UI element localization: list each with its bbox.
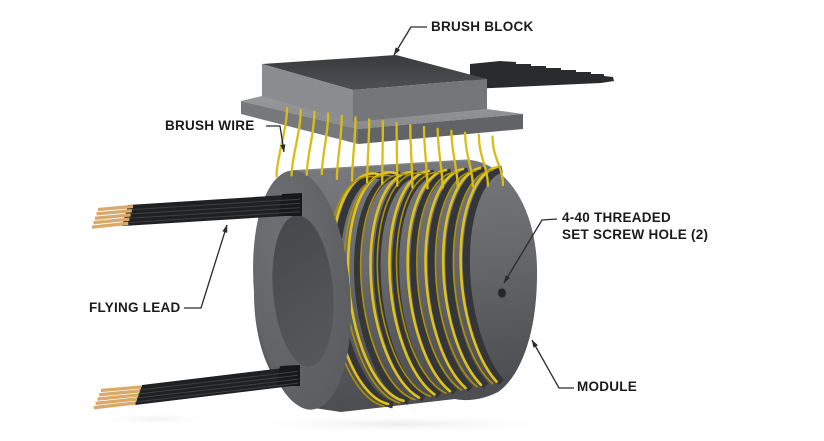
set-screw-hole bbox=[497, 287, 507, 299]
module-bore-hole bbox=[272, 215, 334, 367]
ring-groove bbox=[462, 165, 505, 385]
lead-wire-seam bbox=[125, 211, 301, 224]
brush-block-left-face bbox=[262, 64, 353, 127]
leader-set-screw bbox=[503, 218, 558, 284]
lead-wire-seam bbox=[128, 198, 301, 211]
lead-wire-tip bbox=[91, 221, 129, 229]
lead-wire-seam bbox=[134, 378, 299, 399]
lead-wire-tip bbox=[96, 209, 132, 216]
ring-wire-shadow bbox=[416, 171, 463, 391]
leader-brush-wire bbox=[266, 125, 286, 153]
ring-wire-shadow bbox=[359, 173, 416, 401]
brush-wire-strand bbox=[409, 123, 414, 189]
lead-wire-tip bbox=[100, 385, 142, 393]
lead-wire-tip bbox=[99, 389, 140, 397]
ring-groove bbox=[410, 168, 458, 395]
lead-ground-shadow bbox=[93, 413, 217, 425]
lead-wire-seam bbox=[137, 370, 299, 391]
leader-flying-lead bbox=[184, 224, 228, 309]
ring-groove bbox=[354, 171, 410, 406]
brush-wire-strand bbox=[305, 110, 316, 176]
ring-wire bbox=[369, 170, 421, 399]
lead-wire-seam bbox=[133, 382, 299, 403]
brush-wire-strand bbox=[275, 106, 289, 178]
brush-wire-strand bbox=[450, 129, 459, 189]
leader-module bbox=[531, 339, 574, 389]
ring-wire bbox=[388, 169, 436, 396]
module-ground-shadow bbox=[225, 415, 575, 433]
ring-wire-shadow bbox=[395, 171, 447, 394]
leader-brush-block bbox=[393, 26, 427, 56]
label-module: MODULE bbox=[577, 379, 637, 394]
lead-wire-seam bbox=[126, 207, 301, 219]
lead-wire-tip bbox=[93, 401, 136, 410]
brush-wire-strand bbox=[491, 135, 505, 187]
ring-wire bbox=[441, 166, 483, 387]
label-set-screw-hole: 4-40 THREADED SET SCREW HOLE (2) bbox=[562, 210, 709, 242]
brush-wire-strand bbox=[350, 116, 357, 182]
brush-wire-strand bbox=[335, 114, 343, 181]
leader-lines bbox=[184, 26, 574, 389]
lead-wire-tip bbox=[93, 217, 130, 225]
brush-wire-strand bbox=[477, 133, 490, 187]
brush-wire-strand bbox=[395, 122, 399, 187]
label-flying-lead: FLYING LEAD bbox=[89, 300, 181, 315]
lead-wire-tip bbox=[95, 397, 137, 406]
brush-wire-strand bbox=[365, 118, 371, 184]
brush-wire-strand bbox=[463, 131, 474, 188]
ring-wire-shadow bbox=[452, 169, 494, 385]
lead-wire-seam bbox=[127, 202, 301, 215]
brush-wire-strand bbox=[290, 108, 302, 177]
lead-wire-tip bbox=[94, 213, 131, 220]
ring-wire bbox=[424, 167, 467, 390]
ring-groove bbox=[427, 167, 473, 392]
brush-wire-strand bbox=[381, 120, 385, 186]
brush-block-plate-front-face bbox=[358, 114, 523, 144]
label-brush-wire: BRUSH WIRE bbox=[165, 118, 255, 133]
brush-block-ribbon-cable bbox=[470, 61, 614, 89]
ring-groove bbox=[445, 166, 489, 389]
brush-wire-strand bbox=[422, 125, 429, 190]
brush-wire-strand bbox=[320, 112, 330, 176]
ring-wire bbox=[459, 165, 499, 383]
lead-wire-tip bbox=[97, 393, 139, 401]
brush-wire-strand bbox=[436, 127, 444, 189]
lead-wire-tip bbox=[97, 204, 134, 212]
ring-wire-shadow bbox=[376, 172, 432, 398]
brush-block-top-face bbox=[262, 55, 487, 90]
lead-wire-seam bbox=[136, 374, 299, 395]
label-brush-block: BRUSH BLOCK bbox=[431, 19, 534, 34]
